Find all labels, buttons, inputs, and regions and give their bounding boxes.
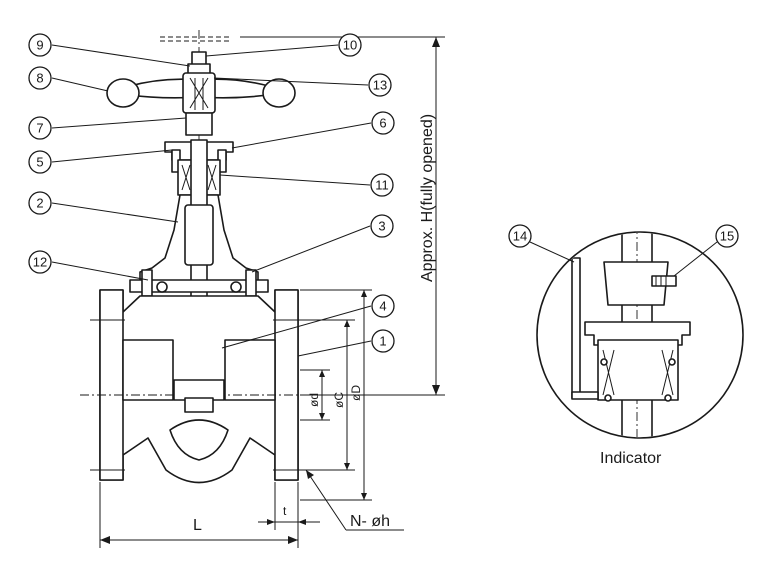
bore-diameter-label: ød bbox=[307, 393, 321, 407]
callout-number: 14 bbox=[513, 229, 527, 244]
callout-6: 6 bbox=[371, 111, 395, 135]
callout-14: 14 bbox=[508, 224, 532, 248]
handwheel bbox=[106, 72, 296, 114]
callout-circle bbox=[370, 173, 394, 197]
callout-number: 8 bbox=[36, 71, 43, 86]
callout-number: 4 bbox=[379, 299, 386, 314]
callout-circle bbox=[371, 329, 395, 353]
dimension-lines: Approx. H(fully opened) ød øC øD L bbox=[99, 36, 445, 548]
callout-5: 5 bbox=[28, 150, 52, 174]
callout-15: 15 bbox=[715, 224, 739, 248]
callout-2: 2 bbox=[28, 191, 52, 215]
callout-3: 3 bbox=[370, 214, 394, 238]
callout-circle bbox=[338, 33, 362, 57]
callout-circle bbox=[28, 250, 52, 274]
thickness-label: t bbox=[283, 504, 287, 518]
callout-circle bbox=[715, 224, 739, 248]
callout-7: 7 bbox=[28, 116, 52, 140]
callout-number: 11 bbox=[375, 178, 389, 193]
callout-number: 3 bbox=[378, 219, 385, 234]
callout-4: 4 bbox=[371, 294, 395, 318]
callout-circle bbox=[371, 294, 395, 318]
callout-number: 2 bbox=[36, 196, 43, 211]
height-dimension-label: Approx. H(fully opened) bbox=[419, 114, 436, 282]
indicator-detail: Indicator bbox=[536, 231, 744, 467]
callout-circle bbox=[28, 191, 52, 215]
callout-circle bbox=[508, 224, 532, 248]
callout-circle bbox=[28, 116, 52, 140]
callout-number: 1 bbox=[379, 334, 386, 349]
callout-circle bbox=[28, 66, 52, 90]
callout-number: 10 bbox=[343, 38, 357, 53]
callout-number: 7 bbox=[36, 121, 43, 136]
callout-8: 8 bbox=[28, 66, 52, 90]
callout-number: 15 bbox=[720, 229, 734, 244]
callout-number: 9 bbox=[36, 38, 43, 53]
flange-diameter-label: øD bbox=[349, 385, 363, 401]
callout-number: 5 bbox=[36, 155, 43, 170]
callout-number: 6 bbox=[379, 116, 386, 131]
callout-circle bbox=[28, 150, 52, 174]
indicator-caption: Indicator bbox=[600, 450, 662, 467]
callout-11: 11 bbox=[370, 173, 394, 197]
callout-9: 9 bbox=[28, 33, 52, 57]
callout-circle bbox=[371, 111, 395, 135]
callout-circle bbox=[370, 214, 394, 238]
callout-leaders bbox=[51, 44, 718, 357]
callout-13: 13 bbox=[368, 73, 392, 97]
callout-12: 12 bbox=[28, 250, 52, 274]
callouts: 9 10 8 13 7 6 5 11 2 3 12 4 1 14 15 bbox=[28, 33, 739, 353]
length-dimension-label: L bbox=[193, 517, 202, 534]
valve-assembly bbox=[80, 30, 320, 484]
callout-1: 1 bbox=[371, 329, 395, 353]
callout-10: 10 bbox=[338, 33, 362, 57]
bolt-holes-label: N- øh bbox=[350, 513, 390, 530]
callout-circle bbox=[368, 73, 392, 97]
callout-number: 12 bbox=[33, 255, 47, 270]
callout-circle bbox=[28, 33, 52, 57]
bolt-circle-label: øC bbox=[332, 392, 346, 408]
callout-number: 13 bbox=[373, 78, 387, 93]
